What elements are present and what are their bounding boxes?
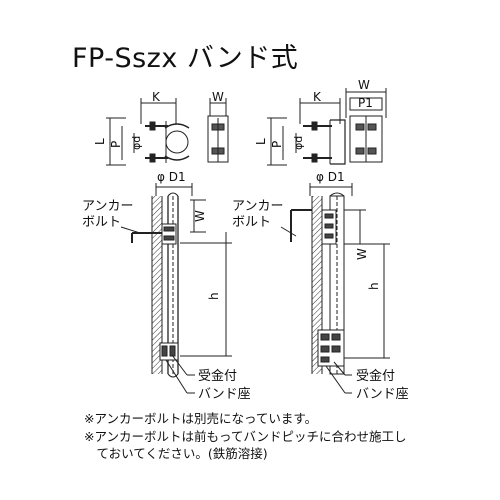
dim-w-right: W bbox=[358, 78, 370, 92]
dim-d-left: φd bbox=[130, 136, 143, 150]
left-side-view bbox=[207, 98, 229, 163]
right-plan-view bbox=[267, 98, 346, 166]
right-side-view bbox=[345, 88, 387, 163]
note-1: ※アンカーボルトは別売になっています。 bbox=[84, 411, 318, 426]
receiver-label-left: 受金付 bbox=[198, 368, 237, 384]
dim-d1-left: φ D1 bbox=[157, 170, 186, 184]
dim-l-right: L bbox=[254, 138, 268, 145]
page-title: FP-Sszx バンド式 bbox=[72, 43, 299, 74]
dim-d1-right: φ D1 bbox=[316, 170, 345, 184]
right-elevation bbox=[280, 183, 390, 394]
note-2: ※アンカーボルトは前もってバンドピッチに合わせ施工し bbox=[84, 429, 407, 444]
anchor-label-right-1: アンカー bbox=[232, 199, 283, 214]
dim-k-right: K bbox=[313, 90, 322, 104]
receiver-label-right: 受金付 bbox=[356, 368, 395, 384]
dim-p-right: P bbox=[270, 141, 284, 148]
dim-p-left: P bbox=[109, 141, 123, 148]
dim-d-right: φd bbox=[292, 136, 305, 150]
left-elevation bbox=[120, 183, 232, 394]
dim-w-left: W bbox=[212, 90, 224, 104]
anchor-label-left-1: アンカー bbox=[82, 199, 133, 214]
anchor-label-right-2: ボルト bbox=[232, 215, 271, 230]
dim-w-left-elev: W bbox=[193, 210, 207, 222]
left-plan-view bbox=[106, 98, 190, 166]
dim-w-right-elev: W bbox=[355, 248, 369, 260]
note-3: ておいてください。(鉄筋溶接) bbox=[84, 446, 268, 461]
anchor-label-left-2: ボルト bbox=[82, 215, 121, 230]
dim-h-left: h bbox=[207, 292, 221, 300]
dim-l-left: L bbox=[93, 138, 107, 145]
band-seat-label-right: バンド座 bbox=[356, 387, 409, 402]
dim-h-right: h bbox=[367, 282, 381, 290]
dim-k-left: K bbox=[152, 90, 161, 104]
dim-p1-right: P1 bbox=[358, 96, 373, 110]
band-seat-label-left: バンド座 bbox=[198, 387, 251, 402]
